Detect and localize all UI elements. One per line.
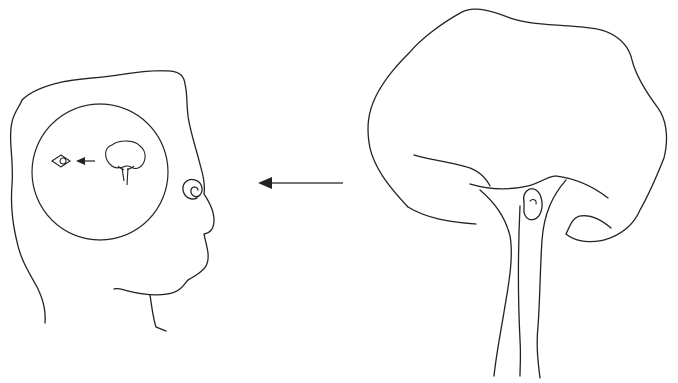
tree-branch-crease-right <box>556 176 608 198</box>
tree-knothole-detail <box>530 200 536 204</box>
tree-trunk-left <box>480 190 511 376</box>
perception-arrow-head <box>258 177 272 189</box>
perception-arrow <box>258 177 343 189</box>
neck-line <box>150 295 166 331</box>
tree-canopy-outline <box>368 9 666 241</box>
inner-arrow-icon <box>76 157 95 165</box>
head-outline <box>11 71 214 323</box>
tree <box>368 9 666 378</box>
tree-branch-crease-mid <box>470 176 556 189</box>
thought-circle-outline <box>32 104 168 240</box>
inner-eye-icon <box>52 155 70 167</box>
ear <box>183 180 202 199</box>
tree-branch-crease-left <box>414 155 490 186</box>
tree-canopy-underside-right <box>566 216 611 234</box>
tree-trunk-inner-line <box>519 206 521 376</box>
tree-canopy-underside-left <box>408 207 476 224</box>
inner-tree-icon <box>106 141 145 185</box>
tree-knothole <box>524 189 542 220</box>
head-in-profile <box>11 71 214 331</box>
thought-circle <box>32 104 168 240</box>
